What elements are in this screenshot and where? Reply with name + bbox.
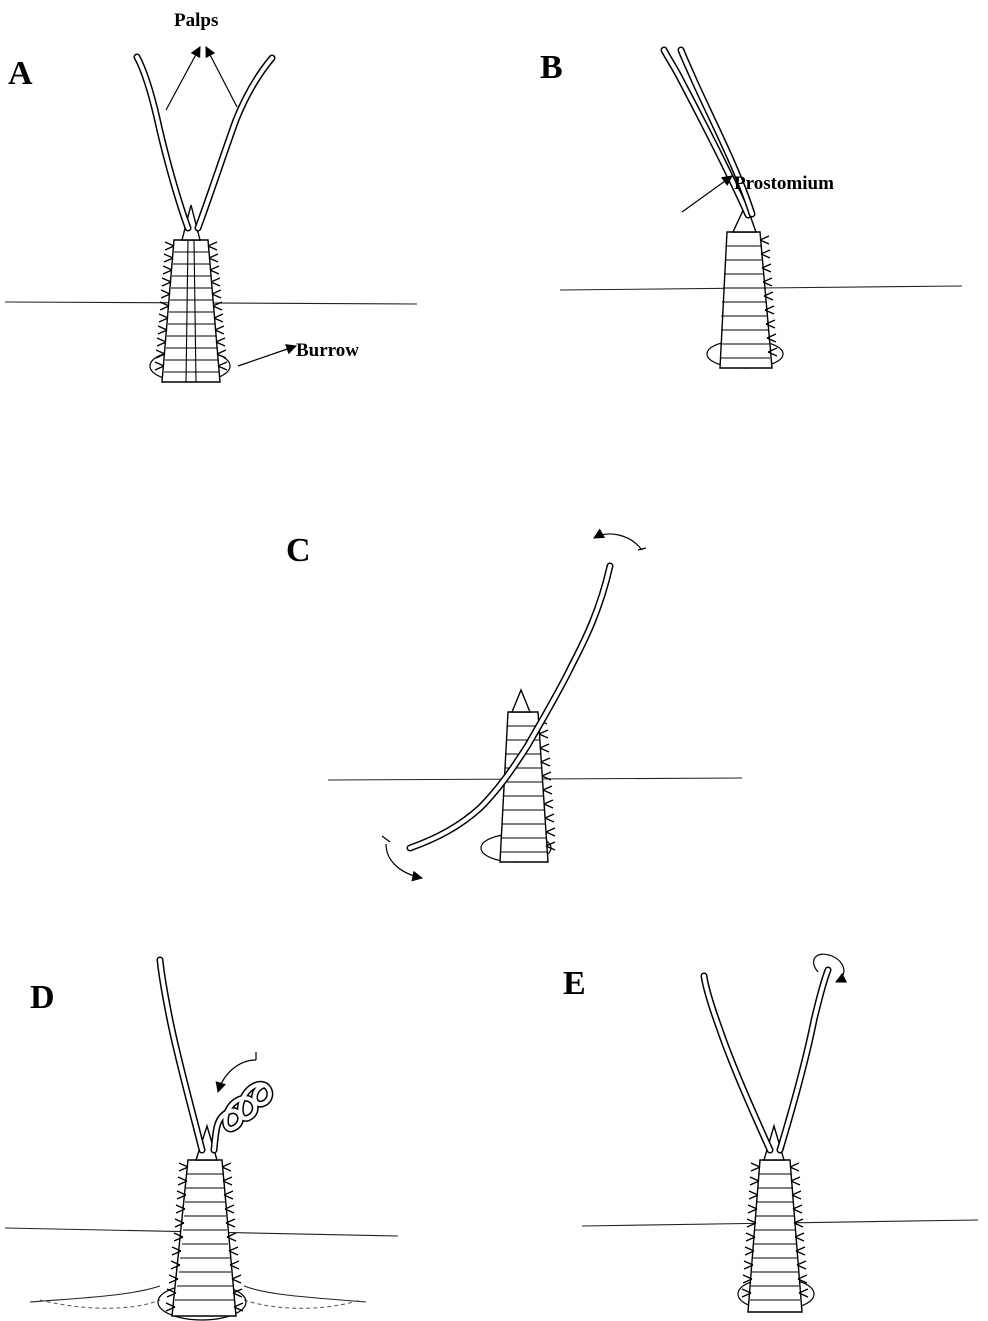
panel-e-letter: E [563,965,586,1002]
panel-d-letter: D [30,979,55,1016]
worm-body-d [166,1126,243,1316]
worm-body-e [742,1126,808,1312]
prostomium-label: Prostomium [734,173,834,194]
palps-callout: Palps [166,10,237,110]
prostomium-callout: Prostomium [682,173,834,212]
prostomium-c [512,690,530,712]
panel-c-letter: C [286,532,311,569]
panel-b: B [540,49,962,368]
panel-a-letter: A [8,55,33,92]
palp-right-a [198,58,272,228]
panel-c: C [286,532,742,878]
panel-d: D [5,960,398,1320]
palp-right-e [780,970,828,1150]
panel-e: E [563,954,978,1312]
panel-b-letter: B [540,49,563,86]
panel-a: A [5,10,417,382]
palps-label: Palps [174,10,218,31]
burrow-callout: Burrow [238,340,359,366]
rotation-arrow-top-c [594,534,642,550]
palp-coiled-d [214,1084,270,1150]
burrow-label: Burrow [296,340,359,361]
worm-body-b [720,204,777,368]
worm-body-a [155,205,227,382]
palp-straight-d [160,960,202,1150]
arrow-tail-bottom-c [382,836,390,842]
palp-left-e [704,976,770,1150]
